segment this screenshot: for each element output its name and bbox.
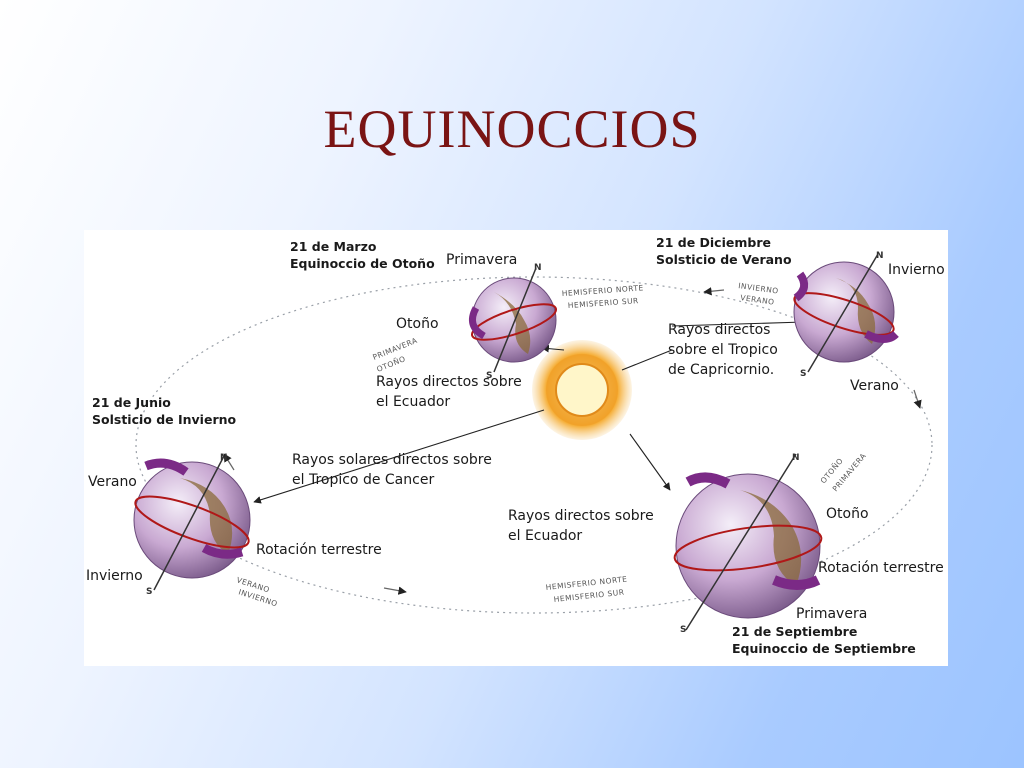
rays-equator-bottom-line2: el Ecuador [508, 528, 583, 544]
june-event: Solsticio de Invierno [92, 412, 237, 427]
rays-equator-bottom-line1: Rayos directos sobre [508, 508, 654, 524]
svg-text:S: S [680, 625, 686, 635]
svg-text:N: N [220, 453, 228, 463]
rays-equator-top-line1: Rayos directos sobre [376, 374, 522, 390]
september-date: 21 de Septiembre [732, 624, 858, 639]
globe-december [793, 253, 899, 373]
svg-text:S: S [486, 371, 492, 381]
globe-september [673, 453, 823, 631]
june-date: 21 de Junio [92, 395, 171, 410]
december-south-season: Verano [850, 378, 899, 394]
rays-cancer-line2: el Tropico de Cancer [292, 472, 435, 488]
orbit-verano: VERANO [740, 293, 775, 307]
orbit-hem-sur-top: HEMISFERIO SUR [568, 296, 640, 310]
globe-june [133, 455, 251, 591]
march-south-season: Otoño [396, 316, 439, 332]
pole-markers: N S N S N S N S [146, 251, 884, 635]
rays-capricorn-line3: de Capricornio. [668, 362, 775, 378]
svg-text:N: N [534, 263, 542, 273]
rotation-label-left: Rotación terrestre [256, 542, 382, 558]
orbit-path [135, 276, 933, 614]
september-event: Equinoccio de Septiembre [732, 641, 916, 656]
march-north-season: Primavera [446, 252, 518, 268]
slide-title: EQUINOCCIOS [323, 99, 701, 159]
svg-text:N: N [876, 251, 884, 261]
march-date: 21 de Marzo [290, 239, 377, 254]
ray-lines [253, 318, 805, 504]
september-south-season: Primavera [796, 606, 868, 622]
december-event: Solsticio de Verano [656, 252, 792, 267]
march-event: Equinoccio de Otoño [290, 256, 435, 271]
june-south-season: Invierno [86, 568, 143, 584]
december-date: 21 de Diciembre [656, 235, 771, 250]
rays-capricorn-line2: sobre el Tropico [668, 342, 778, 358]
diagram-graphics: NS NS NS NS HEMISFERIO NORTE HEMISFERIO … [133, 251, 933, 635]
svg-text:S: S [800, 369, 806, 379]
rays-equator-top-line2: el Ecuador [376, 394, 451, 410]
sun [532, 340, 632, 440]
svg-text:S: S [146, 587, 152, 597]
december-north-season: Invierno [888, 262, 945, 278]
rays-capricorn-line1: Rayos directos [668, 322, 771, 338]
globe-march [468, 267, 558, 373]
september-north-season: Otoño [826, 506, 869, 522]
svg-text:N: N [792, 453, 800, 463]
june-north-season: Verano [88, 474, 137, 490]
rays-cancer-line1: Rayos solares directos sobre [292, 452, 492, 468]
orbit-direction-arrows [223, 287, 922, 595]
rotation-label-right: Rotación terrestre [818, 560, 944, 576]
